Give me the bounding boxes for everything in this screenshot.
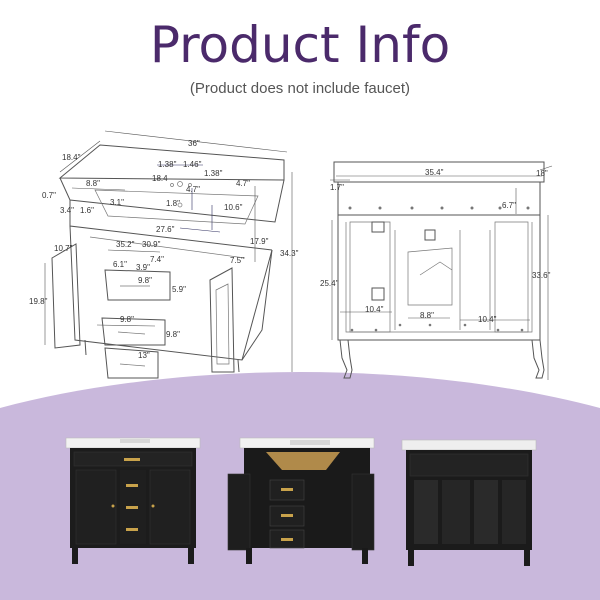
dim-10-4-b: 10.4"	[478, 315, 497, 324]
dim-4-7-b: 4.7"	[236, 179, 250, 188]
dim-25-4: 25.4"	[320, 279, 339, 288]
dim-35-2: 35.2"	[116, 240, 135, 249]
photo-front-open	[227, 437, 375, 564]
dim-7-5: 7.5"	[230, 256, 244, 265]
dim-1-8: 1.8"	[166, 199, 180, 208]
dim-4-7-a: 4.7"	[186, 185, 200, 194]
dim-width-36: 36"	[188, 139, 200, 148]
dim-27-6: 27.6"	[156, 225, 175, 234]
dim-3-9: 3.9"	[136, 263, 150, 272]
dim-1-6: 1.6"	[80, 206, 94, 215]
dim-33-6: 33.6"	[532, 271, 551, 280]
dim-13: 13"	[138, 351, 150, 360]
dim-19-8: 19.8"	[29, 297, 48, 306]
dim-back-width-35-4: 35.4"	[425, 168, 444, 177]
page-subtitle: (Product does not include faucet)	[189, 80, 411, 97]
dim-0-7: 0.7"	[42, 191, 56, 200]
dim-7-4: 7.4"	[150, 255, 164, 264]
dim-back-depth-18: 18"	[536, 169, 548, 178]
dim-6-1: 6.1"	[113, 260, 127, 269]
dim-9-8-c: 9.8"	[166, 330, 180, 339]
photo-front-closed	[65, 437, 201, 564]
photo-back-view	[401, 439, 537, 566]
dim-9-8-b: 9.8"	[120, 315, 134, 324]
dim-1-38-b: 1.38"	[204, 169, 223, 178]
dim-depth-18-4: 18.4"	[62, 153, 81, 162]
dim-8-8-back: 8.8"	[420, 311, 434, 320]
page-title: Product Info	[149, 16, 451, 74]
dim-18-4-basin: 18.4	[152, 174, 168, 183]
dim-10-7: 10.7"	[54, 244, 73, 253]
dim-8-8: 8.8"	[86, 179, 100, 188]
dim-30-9: 30.9"	[142, 240, 161, 249]
dim-5-9: 5.9"	[172, 285, 186, 294]
dim-9-8-a: 9.8"	[138, 276, 152, 285]
dim-1-38-a: 1.38"	[158, 160, 177, 169]
dim-3-1: 3.1"	[110, 198, 124, 207]
dim-1-7: 1.7"	[330, 183, 344, 192]
dim-17-9: 17.9"	[250, 237, 269, 246]
dim-3-4: 3.4"	[60, 206, 74, 215]
dim-height-34-3: 34.3"	[280, 249, 299, 258]
dim-10-4-a: 10.4"	[365, 305, 384, 314]
dim-10-6: 10.6"	[224, 203, 243, 212]
dim-6-7: 6.7"	[502, 201, 516, 210]
dim-1-46: 1.46"	[183, 160, 202, 169]
